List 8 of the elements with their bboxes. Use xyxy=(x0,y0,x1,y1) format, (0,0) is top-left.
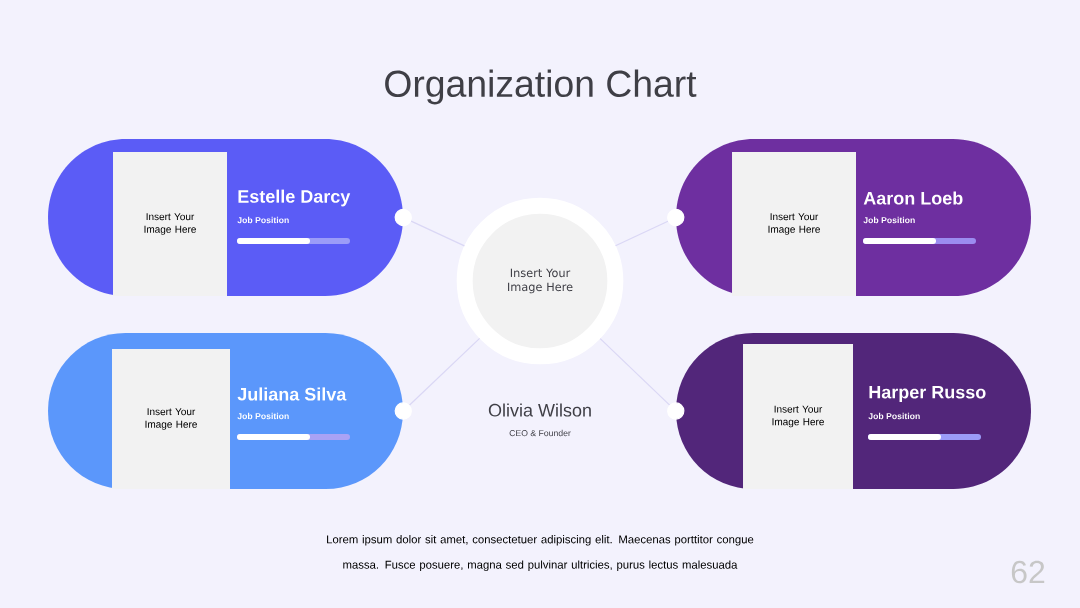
title: Organization Chart xyxy=(385,69,697,105)
photo-frame: Insert Your Image Here xyxy=(113,152,227,296)
person-name: Olivia Wilson xyxy=(488,403,591,417)
person-role: CEO & Founder xyxy=(509,429,571,437)
description-text: Lorem ipsum dolor sit amet, consectetuer adipiscing elit. Maecenas porttitor congue massa. Fusce posuere, magna sed pulvinar ultricies, purus lectus malesuada xyxy=(327,535,754,571)
photo-frame: Insert Your Image Here xyxy=(743,344,853,489)
photo-frame: Insert Your Image Here xyxy=(732,152,856,296)
photo-frame: Insert Your Image Here xyxy=(112,349,230,489)
